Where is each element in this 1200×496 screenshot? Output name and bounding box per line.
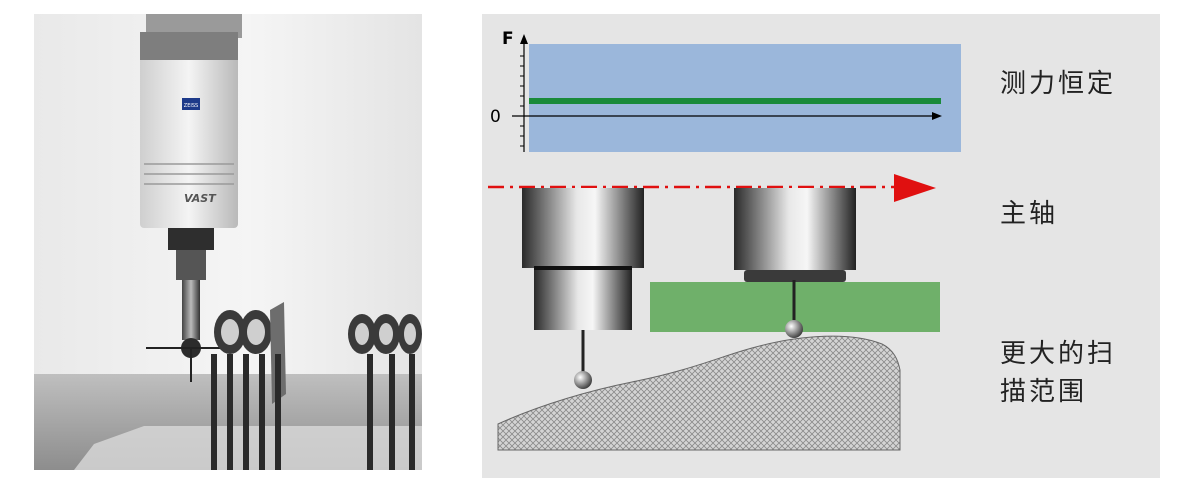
force-axis-ticks xyxy=(520,55,524,147)
logo-text: ZEISS xyxy=(184,103,198,109)
constant-force-line xyxy=(529,98,941,104)
scanning-diagram: F 0 测力恒定 主轴 更大的扫 描范围 xyxy=(482,14,1160,478)
caption-spindle: 主轴 xyxy=(1000,199,1059,229)
zeiss-logo xyxy=(182,98,200,110)
caption-scan-range-2: 描范围 xyxy=(1000,377,1088,407)
vast-label: VAST xyxy=(184,192,217,205)
zero-label: 0 xyxy=(490,107,501,127)
probe-left xyxy=(522,188,644,389)
scanning-diagram-svg: F 0 xyxy=(488,29,961,451)
cmm-probe-photo: ZEISS VAST xyxy=(34,14,422,470)
caption-scan-range-1: 更大的扫 xyxy=(1000,339,1117,369)
force-axis-label: F xyxy=(502,29,514,49)
probe-photo-illustration: ZEISS VAST xyxy=(34,14,422,470)
probe-right xyxy=(734,188,856,338)
workpiece-surface xyxy=(497,335,901,451)
caption-constant-force: 测力恒定 xyxy=(1000,69,1117,99)
